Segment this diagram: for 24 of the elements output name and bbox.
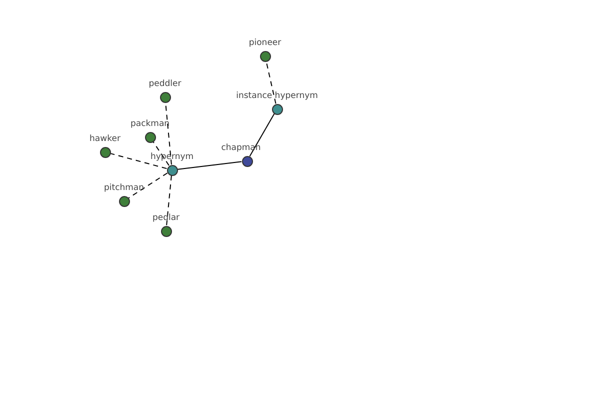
node-label: hypernym	[150, 152, 194, 162]
connector	[249, 113, 275, 157]
word-node	[100, 146, 110, 158]
word-node	[160, 92, 170, 102]
node-label: peddler	[148, 79, 182, 89]
connector	[176, 161, 242, 170]
word-node	[118, 196, 130, 206]
word-node	[144, 132, 156, 142]
node-label: pitchman	[104, 183, 144, 193]
node-label: packman	[130, 119, 170, 129]
dashed-connector	[266, 60, 276, 104]
word-node	[260, 50, 270, 62]
node-label: instance hypernym	[236, 91, 318, 101]
node-label: hawker	[90, 134, 120, 144]
dashed-connector	[152, 141, 170, 166]
relation-node	[166, 164, 178, 176]
node-label: pedlar	[152, 213, 180, 223]
dashed-connector	[110, 152, 168, 170]
dashed-connector	[128, 172, 168, 199]
node-label: pioneer	[248, 38, 282, 48]
dashed-connector	[166, 174, 172, 226]
word-node	[160, 226, 172, 236]
relation-node	[272, 104, 282, 114]
main-word-node	[242, 156, 252, 166]
